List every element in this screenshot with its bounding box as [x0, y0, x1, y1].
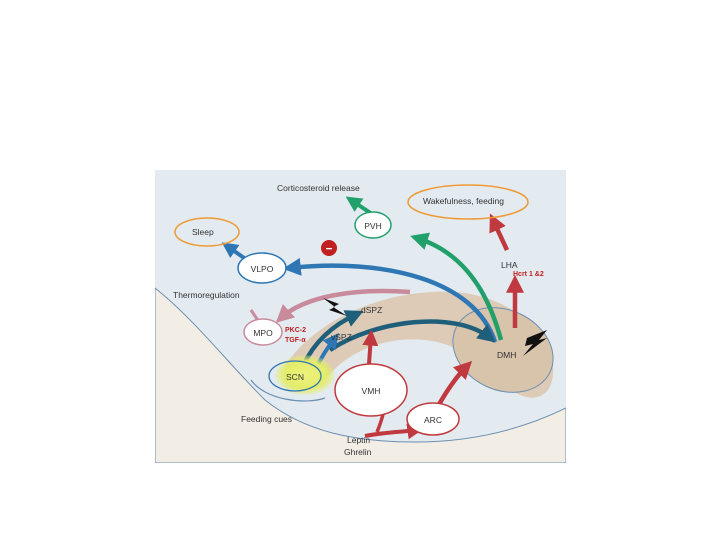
mpo-label: MPO: [253, 328, 273, 338]
diagram-canvas: − Corticosteroid release Wakefulness, fe…: [154, 170, 567, 464]
lha-label: LHA: [501, 260, 518, 270]
thermoregulation-label: Thermoregulation: [173, 290, 240, 300]
pkc-label: PKC-2: [285, 327, 306, 334]
sleep-oval: [174, 217, 240, 247]
wakefulness-label: Wakefulness, feeding: [423, 196, 504, 206]
scn-glow: [275, 355, 335, 395]
ghrelin-label: Ghrelin: [344, 447, 372, 457]
mpo-node: [243, 318, 283, 346]
lightning-icon: [523, 330, 547, 356]
vmh-label: VMH: [362, 386, 381, 396]
inhibition-icon: −: [321, 240, 337, 256]
wakefulness-oval: [407, 184, 529, 220]
to-mpo-arrow: [275, 288, 411, 323]
corticosteroid-label: Corticosteroid release: [277, 183, 360, 193]
dmh-label: DMH: [497, 350, 516, 360]
tissue-region: [154, 286, 567, 464]
vspz-to-dmh-arrow: [328, 319, 496, 352]
arc-label: ARC: [424, 415, 442, 425]
hypothalamus-diagram: − Corticosteroid release Wakefulness, fe…: [154, 170, 567, 464]
hcrt-label: Hcrt 1 &2: [513, 271, 544, 278]
lha-to-wakefulness-arrow: [489, 213, 510, 251]
scn-node: [268, 360, 322, 392]
svg-text:−: −: [325, 242, 332, 256]
vlpo-label: VLPO: [251, 264, 274, 274]
tgf-label: TGF-α: [285, 337, 306, 344]
leptin-to-arc-arrow: [364, 423, 424, 440]
lightning-icon: [323, 298, 347, 316]
scn-label: SCN: [286, 372, 304, 382]
dspz-label: dSPZ: [361, 305, 382, 315]
vlpo-node: [237, 252, 287, 284]
dmh-to-pvh-arrow: [410, 232, 504, 341]
pvh-label: PVH: [364, 221, 381, 231]
vmh-node: [334, 363, 408, 417]
sleep-label: Sleep: [192, 227, 214, 237]
dmh-to-vlpo-arrow: [282, 257, 498, 343]
leptin-label: Leptin: [347, 435, 370, 445]
pvh-node: [354, 211, 392, 239]
arc-node: [406, 402, 460, 436]
vspz-label: vSPZ: [331, 332, 352, 342]
ventricle-line: [250, 379, 326, 402]
feeding-cues-label: Feeding cues: [241, 414, 292, 424]
vmh-to-spz-arrow: [362, 329, 379, 365]
